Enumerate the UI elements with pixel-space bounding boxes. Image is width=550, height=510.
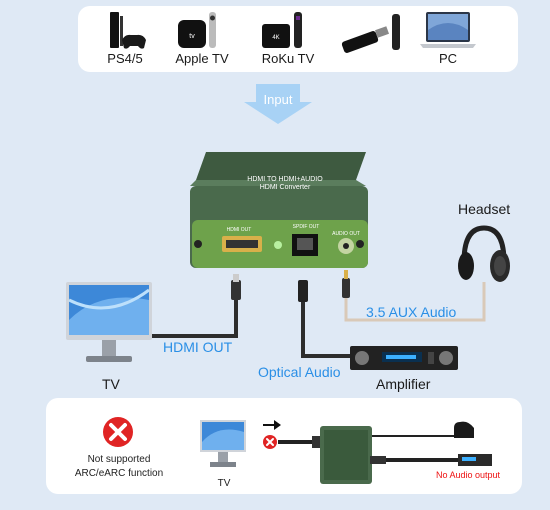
tv-label: TV [102, 376, 120, 392]
headset-icon [458, 225, 510, 282]
source-label-pc: PC [438, 51, 458, 66]
port-label-audio-out: AUDIO OUT [332, 231, 360, 237]
note-card [46, 398, 522, 494]
mini-tv-icon [200, 420, 246, 467]
amplifier-icon [350, 346, 458, 370]
roku-tv-icon: 4K [262, 12, 302, 48]
svg-text:tv: tv [189, 33, 195, 40]
mini-tv-label: TV [217, 478, 231, 489]
port-label-hdmi-out: HDMI OUT [226, 227, 252, 233]
hdmi-out-label: HDMI OUT [163, 339, 233, 355]
no-audio-output-label: No Audio output [436, 470, 501, 480]
converter-title-line1: HDMI TO HDMI+AUDIO [247, 176, 323, 183]
converter-title-line2: HDMI Converter [259, 184, 311, 191]
headset-label: Headset [458, 201, 511, 217]
amplifier-label: Amplifier [376, 376, 431, 392]
port-label-spdif-out: SPDIF OUT [292, 224, 320, 230]
converter-box [188, 146, 370, 270]
apple-tv-icon: tv [178, 12, 216, 48]
note-line2: ARC/eARC function [74, 468, 164, 479]
fire-tv-stick-icon [341, 14, 400, 53]
source-label-roku: RoKu TV [261, 51, 315, 66]
tv-monitor-icon [66, 282, 152, 362]
laptop-icon [420, 12, 476, 48]
source-label-apple-tv: Apple TV [175, 51, 229, 66]
input-label: Input [263, 92, 293, 107]
note-line1: Not supported [87, 454, 151, 465]
not-supported-x-icon [103, 417, 133, 447]
input-arrow-icon [244, 84, 312, 124]
svg-text:4K: 4K [272, 35, 279, 41]
mini-converter-diagram [278, 421, 492, 484]
arc-arrow-icon [263, 420, 281, 430]
arc-blocked-x-icon [263, 435, 277, 449]
source-label-ps4: PS4/5 [107, 51, 143, 66]
aux-audio-label: 3.5 AUX Audio [366, 304, 457, 320]
ps4-console-icon [110, 12, 146, 49]
optical-audio-label: Optical Audio [258, 364, 341, 380]
